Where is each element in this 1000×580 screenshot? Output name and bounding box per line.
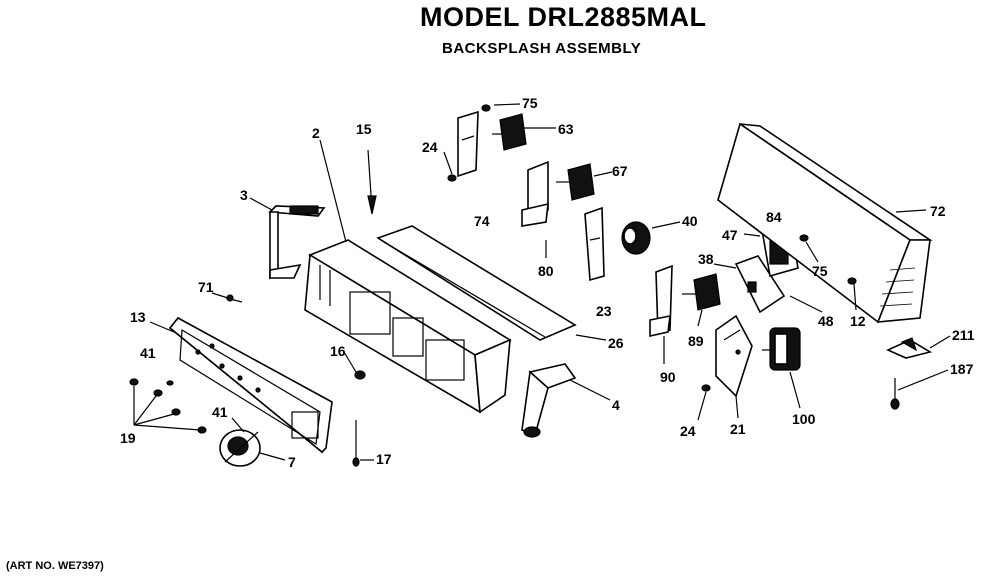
bracket-23 (584, 206, 605, 282)
component-48 (734, 255, 786, 314)
circuit-board-21 (715, 314, 753, 398)
callout-26: 26 (608, 335, 624, 351)
control-knob (219, 429, 261, 467)
callout-4: 4 (612, 397, 620, 413)
screw-71 (225, 294, 243, 303)
callout-67: 67 (612, 163, 628, 179)
screw-15 (367, 149, 377, 215)
callout-71: 71 (198, 279, 214, 295)
small-buttons (129, 378, 207, 434)
part-211 (886, 337, 933, 359)
callout-23: 23 (596, 303, 612, 319)
callout-80: 80 (538, 263, 554, 279)
left-bracket (268, 205, 326, 280)
callout-19: 19 (120, 430, 136, 446)
callout-40: 40 (682, 213, 698, 229)
exploded-parts-diagram: 2 15 3 71 13 41 19 41 7 16 17 75 63 24 7… (120, 95, 975, 470)
screw-24a (447, 174, 457, 182)
leader-lines (149, 103, 951, 461)
part-187 (890, 378, 900, 410)
callout-24a: 24 (422, 139, 438, 155)
callout-2: 2 (312, 125, 320, 141)
art-number: (ART NO. WE7397) (6, 560, 104, 572)
timer-motor-100 (762, 327, 801, 371)
switch-89 (682, 273, 721, 311)
callout-labels: 2 15 3 71 13 41 19 41 7 16 17 75 63 24 7… (120, 95, 975, 470)
bracket-74 (457, 110, 479, 178)
screw-24b (701, 384, 711, 392)
callout-211: 211 (952, 327, 975, 343)
callout-38: 38 (698, 251, 714, 267)
backsplash-cover (717, 122, 933, 324)
bracket-80 (521, 160, 549, 227)
callout-41b: 41 (212, 404, 228, 420)
callout-63: 63 (558, 121, 574, 137)
callout-75b: 75 (812, 263, 828, 279)
callout-47: 47 (722, 227, 738, 243)
front-console-panel (168, 316, 333, 454)
switch-40 (621, 221, 651, 255)
bracket-90 (649, 264, 673, 337)
callout-48: 48 (818, 313, 834, 329)
switch-67 (556, 163, 595, 201)
callout-13: 13 (130, 309, 146, 325)
part-12 (847, 277, 857, 285)
callout-75a: 75 (522, 95, 538, 111)
callout-16: 16 (330, 343, 346, 359)
diagram-subtitle: BACKSPLASH ASSEMBLY (442, 40, 642, 57)
callout-89: 89 (688, 333, 704, 349)
control-panel-housing (304, 239, 512, 414)
callout-12: 12 (850, 313, 866, 329)
callout-7: 7 (288, 454, 296, 470)
callout-90: 90 (660, 369, 676, 385)
trim-strip (376, 225, 577, 341)
screw-75b (799, 234, 809, 242)
screw-17 (352, 420, 360, 467)
callout-17: 17 (376, 451, 392, 467)
callout-24b: 24 (680, 423, 696, 439)
callout-15: 15 (356, 121, 372, 137)
screw-16 (354, 370, 366, 380)
callout-74: 74 (474, 213, 490, 229)
callout-72: 72 (930, 203, 946, 219)
screw-75a (481, 104, 491, 112)
switch-63 (492, 113, 527, 151)
callout-41a: 41 (140, 345, 156, 361)
callout-21: 21 (730, 421, 746, 437)
diagram-title: MODEL DRL2885MAL (420, 2, 707, 32)
center-bracket-4 (521, 363, 577, 438)
callout-187: 187 (950, 361, 974, 377)
callout-100: 100 (792, 411, 816, 427)
callout-3: 3 (240, 187, 248, 203)
callout-84: 84 (766, 209, 782, 225)
